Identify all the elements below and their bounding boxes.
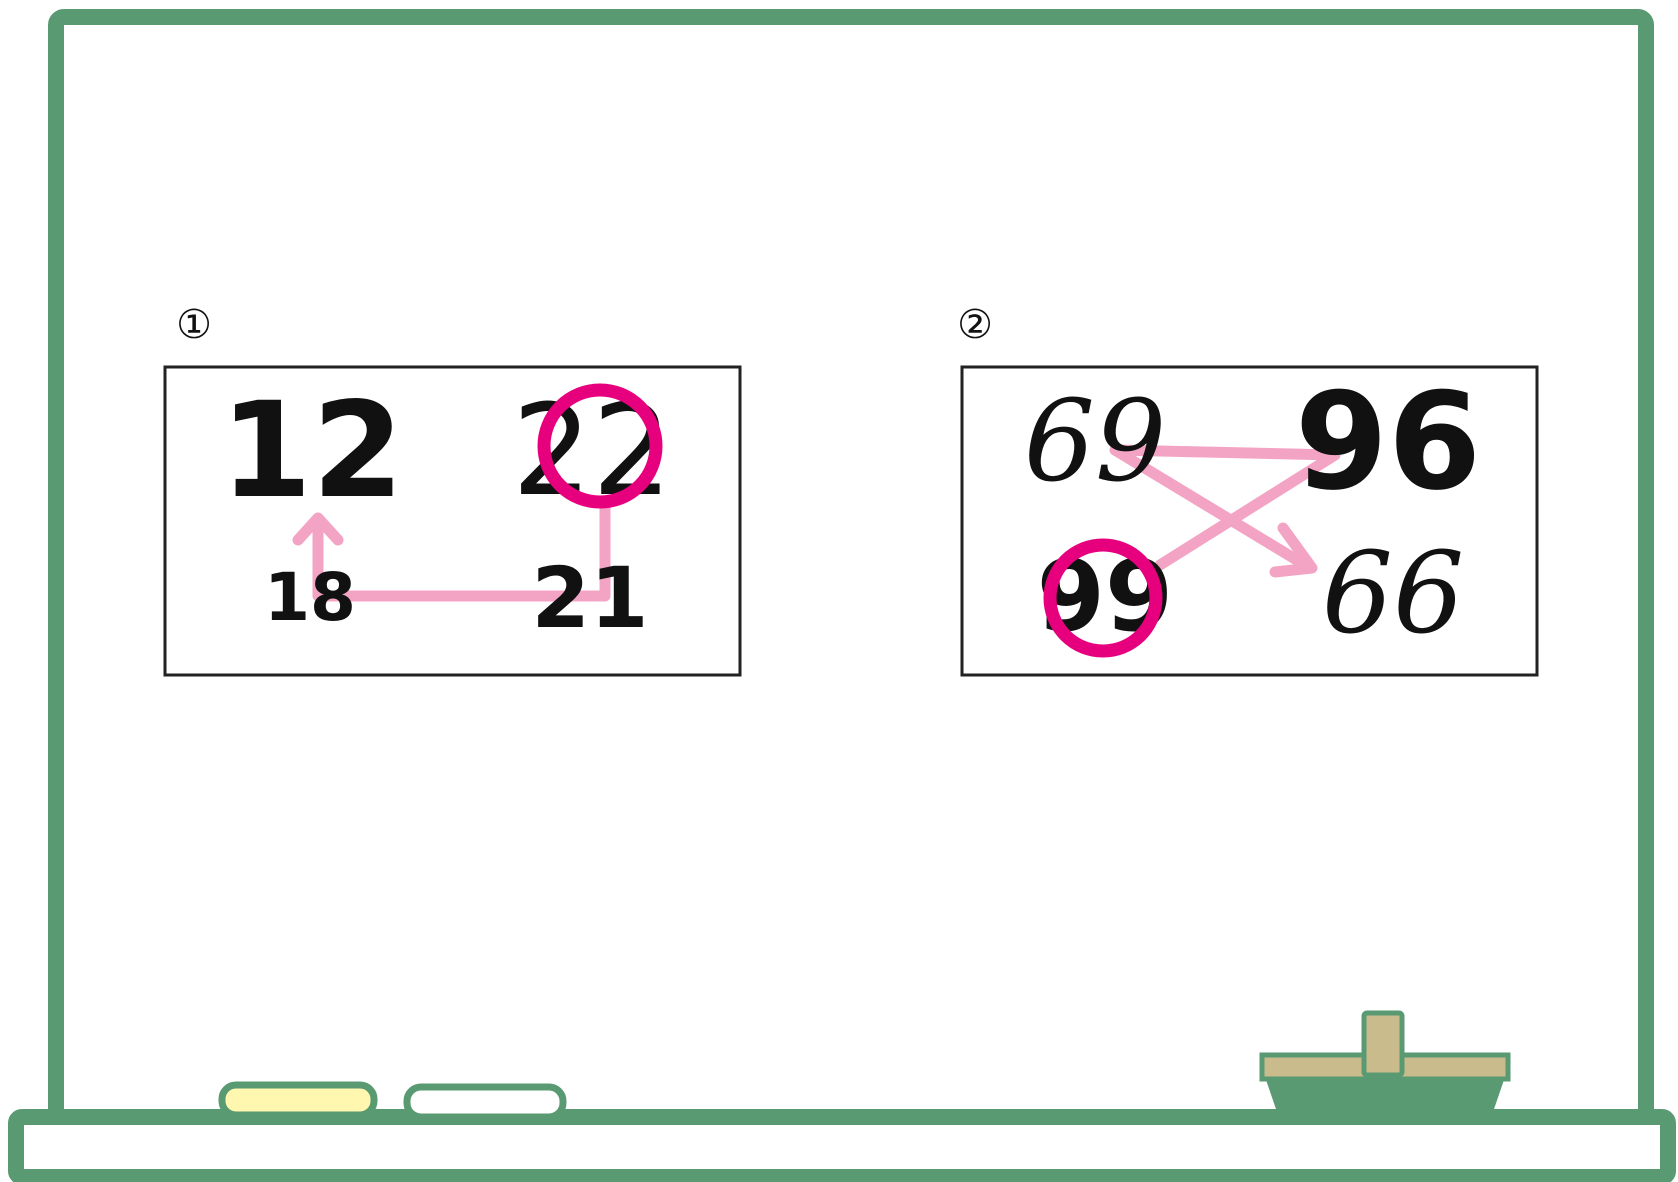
panel-2: ② 69 96 99 66 bbox=[957, 302, 1537, 675]
chalk-ledge bbox=[16, 1117, 1668, 1177]
panel-1-number-bottom-left: 18 bbox=[264, 559, 356, 636]
panel-1-label: ① bbox=[176, 302, 212, 348]
chalk-yellow bbox=[222, 1085, 374, 1115]
panel-1-number-bottom-right: 21 bbox=[532, 549, 649, 647]
panel-2-label: ② bbox=[957, 302, 993, 348]
chalk-white bbox=[407, 1087, 563, 1117]
panel-1: ① 12 22 18 21 bbox=[165, 302, 740, 675]
panel-2-number-top-right: 96 bbox=[1295, 364, 1481, 520]
panel-2-number-bottom-right: 66 bbox=[1322, 529, 1465, 659]
panel-2-number-top-left: 69 bbox=[1024, 377, 1167, 507]
eraser-icon bbox=[1262, 1013, 1508, 1122]
panel-1-number-top-left: 12 bbox=[220, 374, 404, 528]
